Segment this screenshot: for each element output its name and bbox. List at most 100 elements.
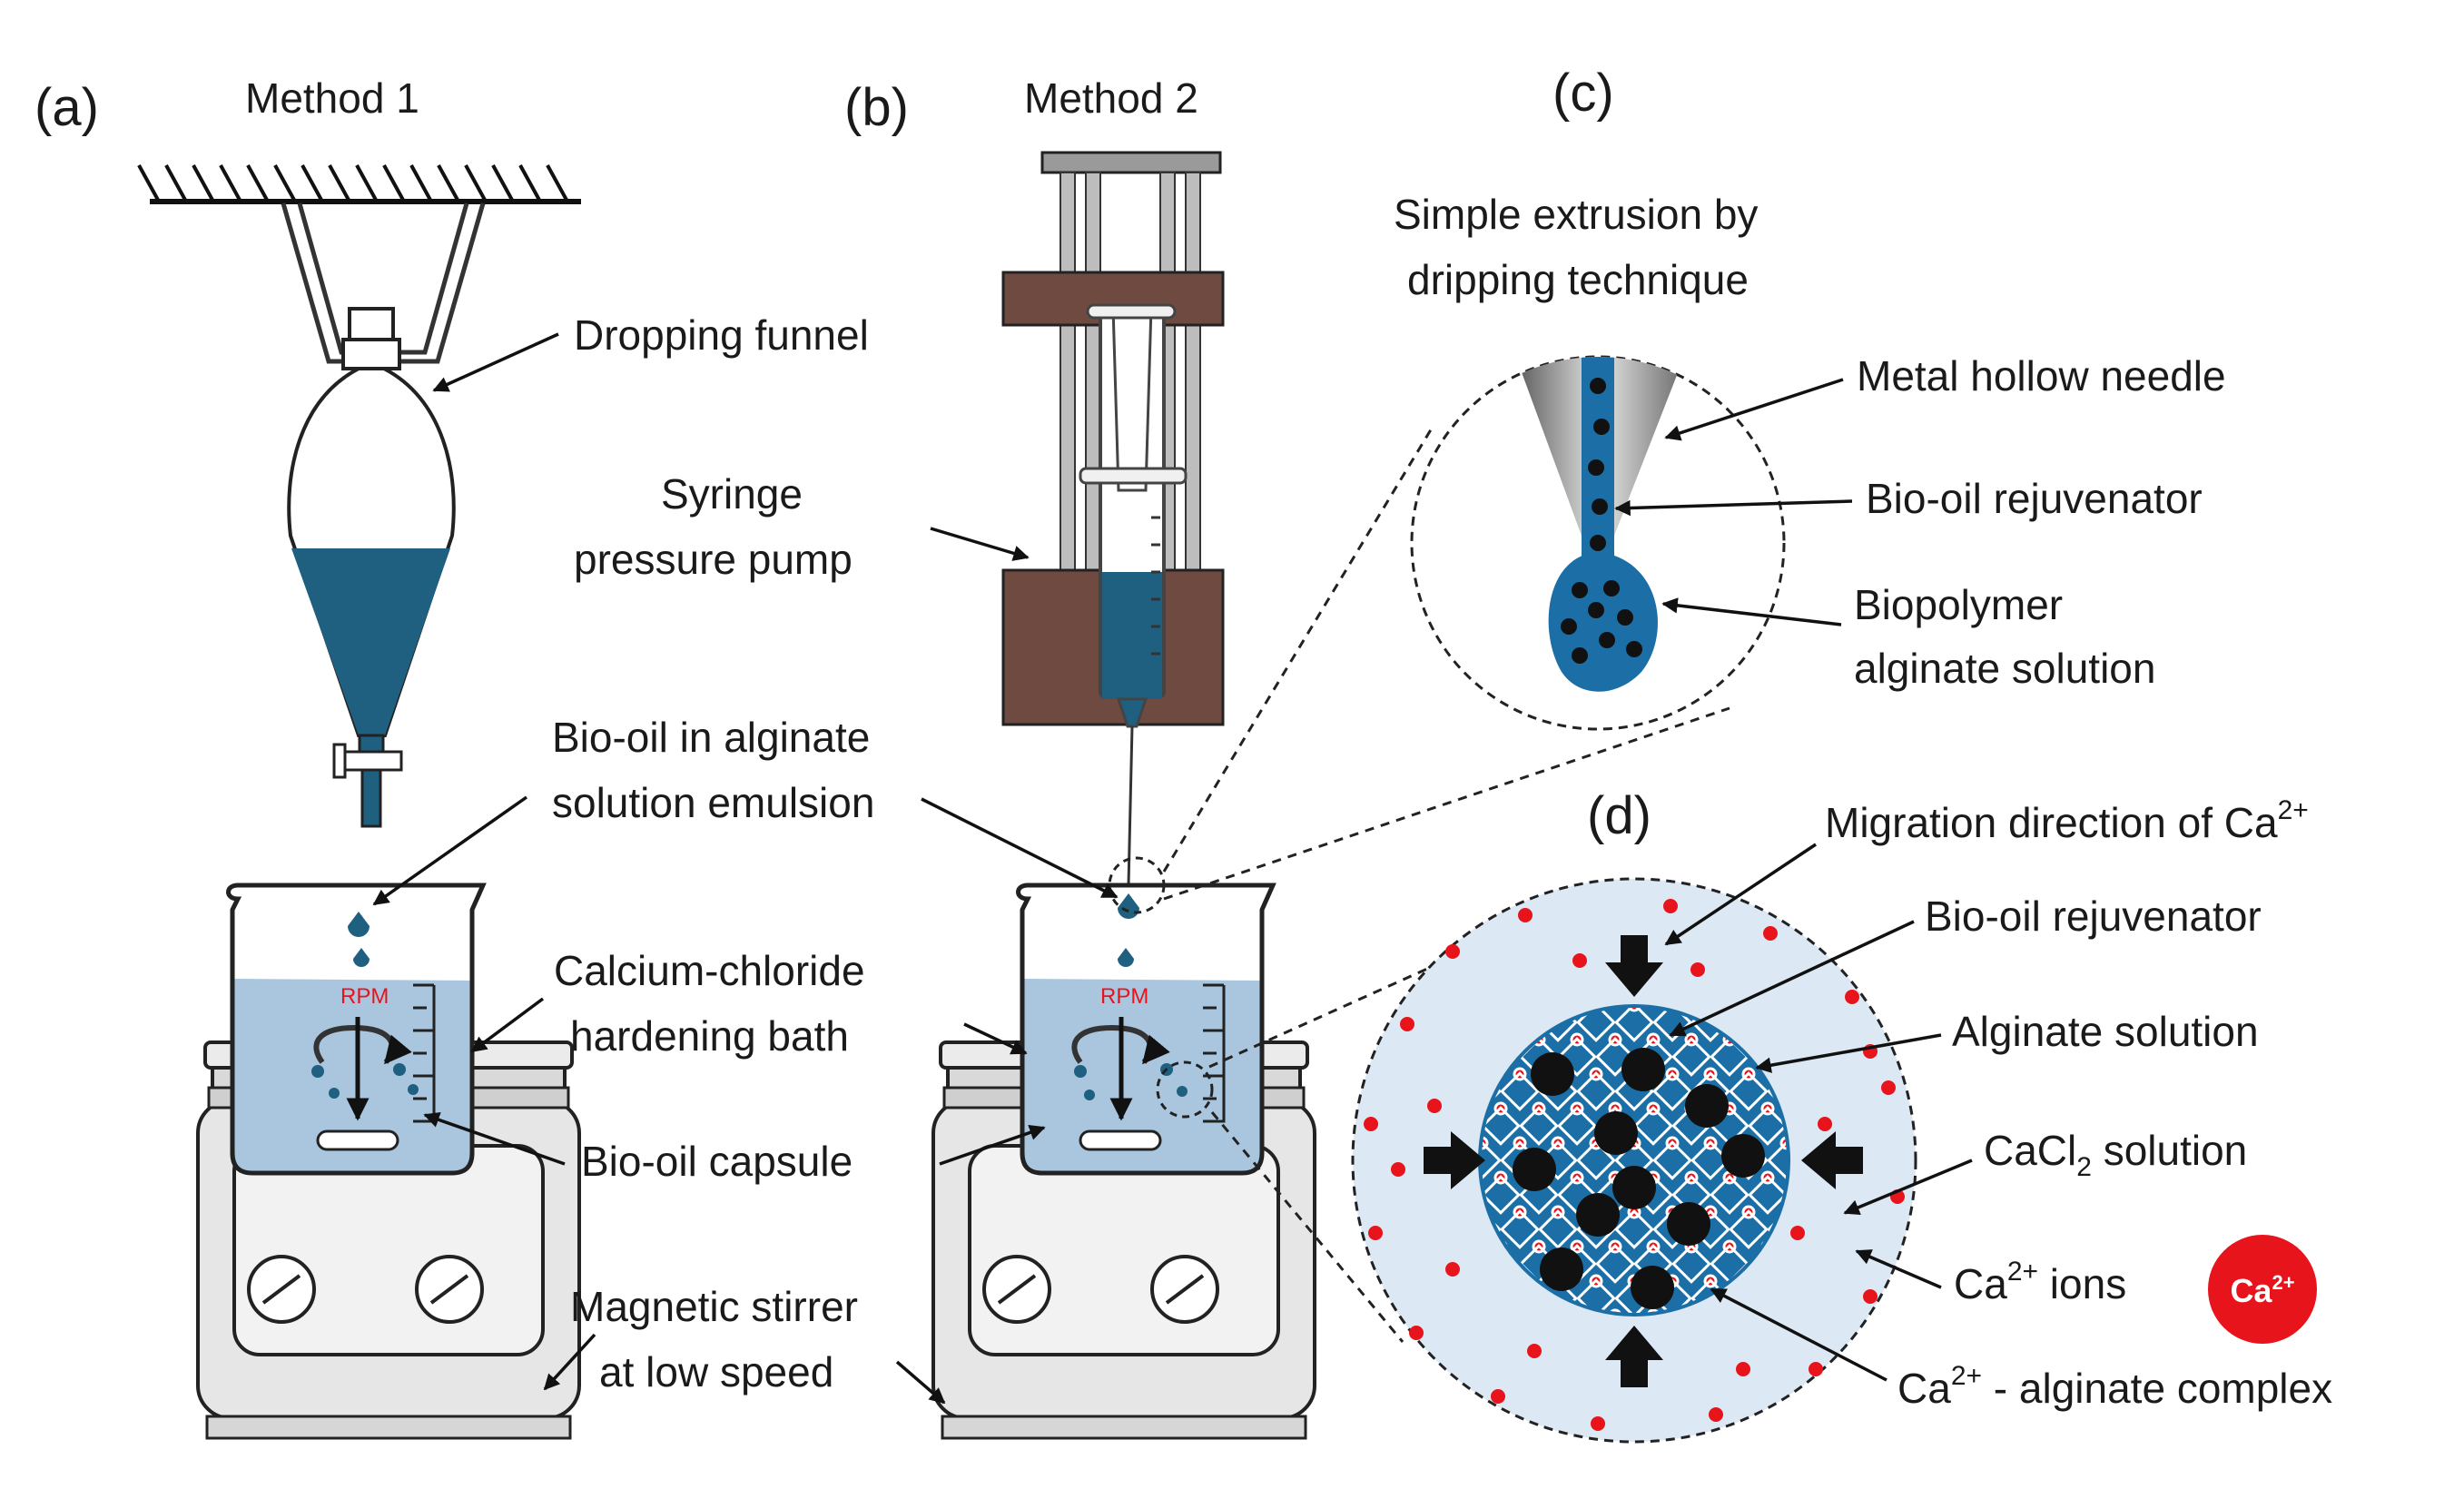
syringe-bio-oil (1102, 572, 1162, 699)
migration-arrow-bottom (1605, 1326, 1663, 1387)
lattice-cell (1710, 1175, 1749, 1215)
lattice-cell (1614, 1006, 1654, 1042)
bio-oil-drop (1631, 1266, 1674, 1309)
migration-arrow-left (1424, 1131, 1485, 1189)
lattice-cell (1480, 1140, 1502, 1180)
ceiling-mount (137, 164, 581, 204)
lattice-cell (1595, 1244, 1635, 1284)
bio-oil-drop (1667, 1202, 1710, 1246)
lattice-cell (1748, 1106, 1788, 1146)
ca-ion-dot (1391, 1162, 1405, 1177)
ca-ion-dot (1790, 1226, 1805, 1240)
ca-ion-dot (1445, 944, 1460, 959)
panel-c-title-l2: dripping technique (1407, 256, 1749, 303)
label-stirrer-l1: Magnetic stirrer (570, 1283, 858, 1330)
panel-c-letter: (c) (1552, 64, 1614, 123)
label-stirrer-l2: at low speed (599, 1348, 833, 1395)
panel-a-title: Method 1 (245, 74, 419, 122)
lattice-cell (1652, 1071, 1692, 1111)
label-c-rejuvenator: Bio-oil rejuvenator (1866, 475, 2203, 522)
bio-oil-drop (1594, 1111, 1638, 1155)
lattice-cell (1576, 1071, 1616, 1111)
panel-c-title-l1: Simple extrusion by (1394, 191, 1758, 238)
migration-arrow-top (1605, 935, 1663, 997)
label-d-rejuvenator: Bio-oil rejuvenator (1925, 892, 2262, 940)
ca-ion-dot (1518, 908, 1533, 922)
bio-oil-drop (1513, 1148, 1556, 1191)
ca-ion-dot (1863, 1289, 1878, 1304)
ca-ion-dot (1818, 1117, 1832, 1131)
ca-ion-dot (1709, 1407, 1723, 1422)
bio-oil-drop (1685, 1084, 1729, 1128)
stir-bar-2 (1079, 1129, 1162, 1151)
lattice-cell (1748, 1175, 1788, 1215)
funnel-bio-oil (291, 548, 450, 735)
svg-text:Ca2+: Ca2+ (2230, 1271, 2294, 1309)
ca-ion-dot (1368, 1226, 1383, 1240)
label-biopolymer-l2: alginate solution (1854, 645, 2155, 692)
migration-arrow-right (1801, 1131, 1863, 1189)
beaker-2-rotation-icon (1071, 1024, 1170, 1065)
ca-ion-dot (1445, 1262, 1460, 1277)
label-emulsion-l1: Bio-oil in alginate (552, 714, 870, 761)
lattice-cell (1614, 1209, 1654, 1249)
label-capsule: Bio-oil capsule (581, 1138, 853, 1185)
ca-ion-dot (1845, 990, 1859, 1004)
ca-ion-dot (1809, 1362, 1823, 1376)
ca-ion-dot (1763, 926, 1778, 941)
bio-oil-drop (1612, 1166, 1656, 1209)
ca-ion-dot (1881, 1080, 1896, 1095)
label-emulsion-l2: solution emulsion (552, 779, 874, 826)
beaker-1: RPM (226, 883, 487, 1176)
lattice-cell (1690, 1140, 1730, 1180)
ca-ion-dot (1591, 1416, 1605, 1431)
ca-badge: Ca2+ (2208, 1235, 2317, 1344)
bio-oil-drop (1621, 1048, 1665, 1091)
drop-zoom-circle (1108, 856, 1166, 914)
ca-ion-dot (1364, 1117, 1378, 1131)
lattice-ion (1858, 1345, 1868, 1356)
lattice-cell (1671, 1037, 1711, 1077)
label-ca-ions: Ca2+ ions (1954, 1257, 2126, 1307)
label-alginate-solution: Alginate solution (1952, 1008, 2259, 1055)
panel-d-letter: (d) (1587, 786, 1651, 845)
panel-b-letter: (b) (844, 78, 909, 137)
ca-ion-dot (1400, 1017, 1414, 1031)
beaker-2-rpm: RPM (1100, 984, 1148, 1009)
lattice-cell (1729, 1071, 1769, 1111)
syringe-pump (1001, 151, 1225, 886)
label-bath-l1: Calcium-chloride (554, 947, 865, 994)
label-syringe-l2: pressure pump (574, 536, 853, 583)
label-metal-needle: Metal hollow needle (1857, 352, 2226, 399)
stir-bar-1 (316, 1129, 399, 1151)
ca-ion-dot (1427, 1099, 1442, 1113)
lattice-cell (1671, 1244, 1711, 1284)
bio-oil-drop (1540, 1248, 1583, 1291)
panel-a-letter: (a) (34, 78, 99, 137)
label-bath-l2: hardening bath (570, 1012, 849, 1060)
lattice-cell (1557, 1106, 1597, 1146)
label-syringe-l1: Syringe (661, 470, 803, 518)
lattice-cell (1538, 1209, 1578, 1249)
label-complex: Ca2+ - alginate complex (1897, 1361, 2332, 1412)
ca-ion-dot (1690, 962, 1705, 977)
bio-oil-drop (1576, 1193, 1620, 1237)
ca-ion-dot (1527, 1344, 1542, 1358)
label-cacl2: CaCl2 solution (1984, 1127, 2247, 1182)
oil-drops (1513, 1048, 1765, 1309)
lattice-cell (1519, 1106, 1559, 1146)
lattice-cell (1500, 1071, 1540, 1111)
panel-b-title: Method 2 (1024, 74, 1198, 122)
lattice-cell (1633, 1106, 1673, 1146)
label-dropping-funnel: Dropping funnel (574, 311, 869, 359)
capsule-cross-section (1351, 877, 1917, 1444)
bio-oil-drop (1531, 1052, 1574, 1096)
syringe-needle (1127, 725, 1134, 886)
bio-oil-drop (1721, 1134, 1765, 1178)
ca-ion-dot (1572, 953, 1587, 968)
beaker-1-rotation-icon (313, 1024, 412, 1065)
lattice-cell (1767, 1140, 1789, 1180)
lattice-cell (1729, 1209, 1769, 1249)
ca-ion-dot (1491, 1389, 1505, 1404)
